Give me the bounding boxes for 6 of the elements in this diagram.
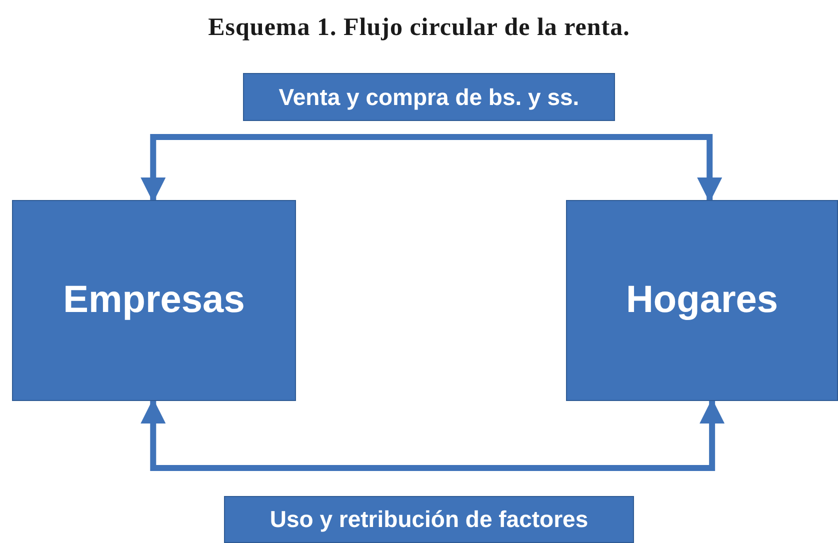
sector-box: Empresas: [12, 200, 296, 401]
arrow: [140, 134, 722, 203]
title: Esquema 1. Flujo circular de la renta.: [207, 14, 631, 42]
sector-box: Hogares: [566, 200, 838, 401]
flow-label-box: Venta y compra de bs. y ss.: [243, 73, 615, 121]
flow-label-box: Uso y retribución de factores: [224, 496, 634, 543]
